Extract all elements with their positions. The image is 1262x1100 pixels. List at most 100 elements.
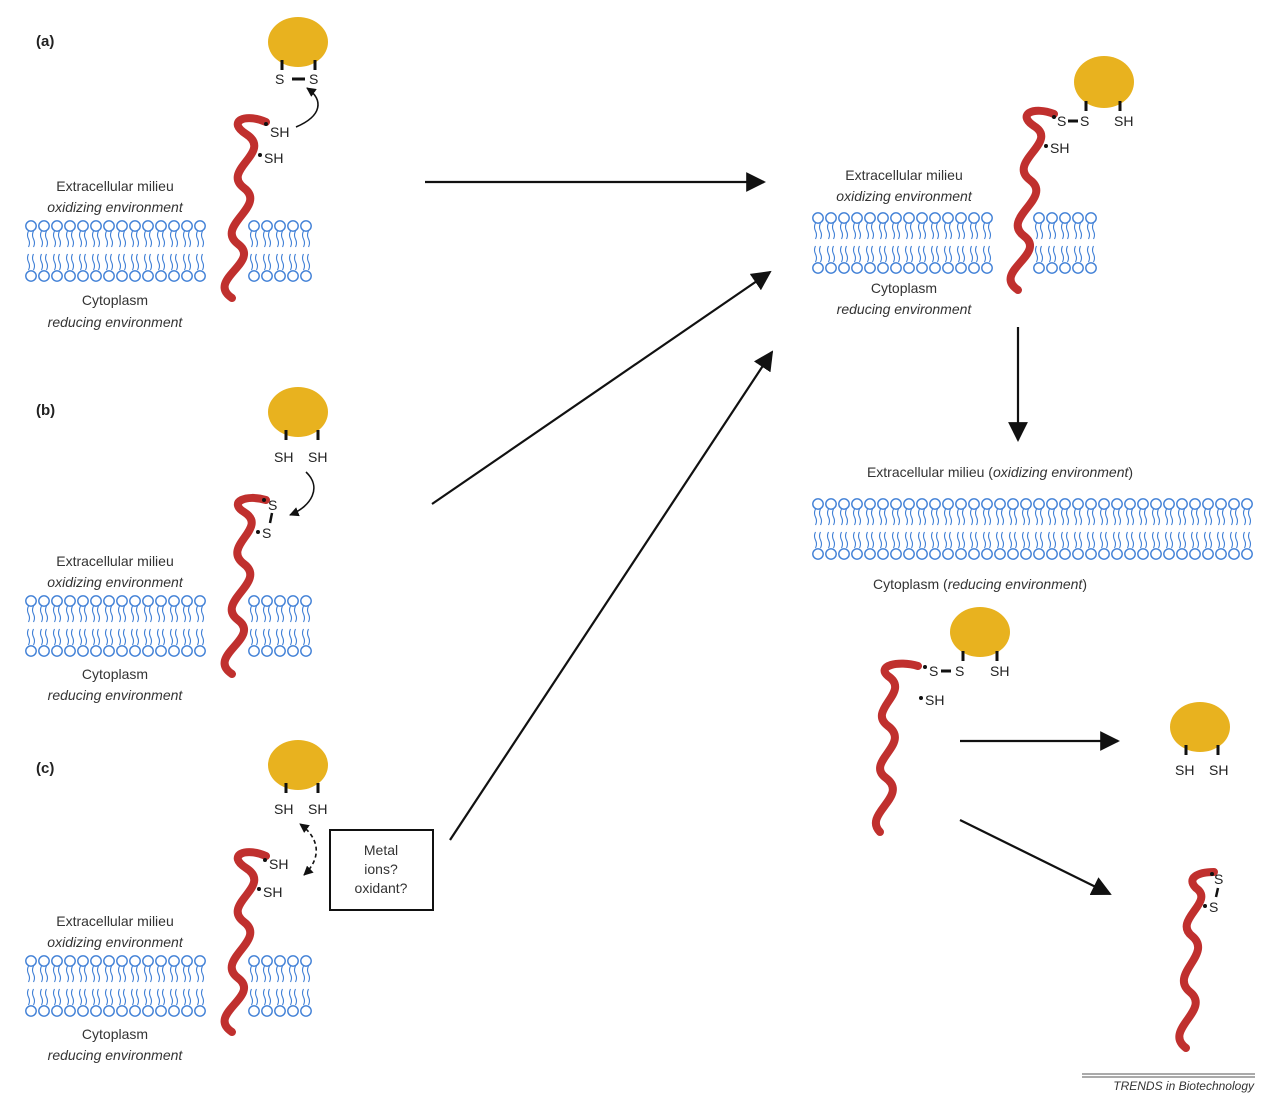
- lipid-tail: [956, 222, 966, 240]
- lipid-head: [825, 212, 837, 224]
- lipid-tail: [904, 531, 914, 549]
- panel-c-sh-ligand1: SH: [274, 801, 293, 817]
- lipid-head: [877, 262, 889, 274]
- shed-extracellular-env: oxidizing environment: [993, 464, 1130, 480]
- lipid-head: [194, 220, 206, 232]
- shed-membrane: [812, 498, 1253, 560]
- lipid-tail: [839, 222, 849, 240]
- lipid-head: [90, 595, 102, 607]
- lipid-tail: [169, 253, 179, 271]
- lipid-head: [1072, 548, 1084, 560]
- lipid-tail: [91, 628, 101, 646]
- lipid-head: [155, 595, 167, 607]
- lipid-head: [1020, 548, 1032, 560]
- lipid-tail: [1138, 508, 1148, 526]
- lipid-head: [25, 270, 37, 282]
- lipid-head: [116, 220, 128, 232]
- lipid-tail: [195, 628, 205, 646]
- lipid-tail: [39, 988, 49, 1006]
- free-chain: S S: [1175, 868, 1223, 1052]
- lipid-head: [955, 262, 967, 274]
- lipid-head: [916, 262, 928, 274]
- result-membrane-right: [1033, 212, 1097, 274]
- lipid-tail: [262, 628, 272, 646]
- lipid-tail: [1125, 508, 1135, 526]
- lipid-tail: [249, 988, 259, 1006]
- result-complex: S S SH SH Extracellular milieu oxidizing…: [812, 56, 1134, 317]
- lipid-head: [116, 955, 128, 967]
- lipid-tail: [1151, 531, 1161, 549]
- lipid-tail: [104, 988, 114, 1006]
- lipid-tail: [143, 965, 153, 983]
- panel-a-curved-arrow: [295, 87, 319, 128]
- lipid-tail: [301, 965, 311, 983]
- lipid-tail: [26, 230, 36, 248]
- panel-b-label: (b): [36, 402, 55, 419]
- lipid-tail: [275, 628, 285, 646]
- lipid-head: [90, 270, 102, 282]
- lipid-tail: [39, 253, 49, 271]
- lipid-head: [287, 270, 299, 282]
- lipid-head: [838, 548, 850, 560]
- lipid-head: [129, 1005, 141, 1017]
- lipid-tail: [117, 628, 127, 646]
- lipid-head: [942, 498, 954, 510]
- lipid-head: [64, 595, 76, 607]
- lipid-head: [968, 498, 980, 510]
- lipid-head: [955, 548, 967, 560]
- lipid-head: [1202, 548, 1214, 560]
- free-ligand-blob: [1170, 702, 1230, 752]
- lipid-tail: [182, 988, 192, 1006]
- lipid-tail: [301, 605, 311, 623]
- lipid-tail: [1060, 245, 1070, 263]
- lipid-tail: [1112, 508, 1122, 526]
- lipid-head: [248, 1005, 260, 1017]
- lipid-tail: [839, 531, 849, 549]
- lipid-tail: [182, 628, 192, 646]
- lipid-head: [129, 595, 141, 607]
- lipid-head: [1072, 212, 1084, 224]
- lipid-tail: [969, 245, 979, 263]
- metal-oxidant-box: [329, 829, 434, 911]
- lipid-head: [194, 595, 206, 607]
- lipid-head: [1085, 498, 1097, 510]
- lipid-head: [1033, 498, 1045, 510]
- panel-a-protein-chain: [220, 114, 270, 302]
- lipid-head: [129, 955, 141, 967]
- lipid-tail: [878, 508, 888, 526]
- lipid-tail: [943, 531, 953, 549]
- lipid-head: [155, 270, 167, 282]
- panel-c-membrane-right: [248, 955, 312, 1017]
- lipid-head: [248, 270, 260, 282]
- lipid-head: [903, 498, 915, 510]
- lipid-tail: [143, 230, 153, 248]
- lipid-tail: [65, 988, 75, 1006]
- lipid-tail: [26, 965, 36, 983]
- lipid-tail: [156, 965, 166, 983]
- lipid-head: [1150, 498, 1162, 510]
- lipid-head: [968, 548, 980, 560]
- shed-cytoplasm-open-paren: (: [939, 576, 948, 592]
- lipid-tail: [826, 222, 836, 240]
- free-chain-s2: S: [1209, 899, 1218, 915]
- lipid-head: [968, 212, 980, 224]
- lipid-head: [168, 595, 180, 607]
- lipid-tail: [1203, 508, 1213, 526]
- lipid-head: [812, 548, 824, 560]
- lipid-head: [877, 212, 889, 224]
- lipid-head: [1176, 548, 1188, 560]
- lipid-tail: [78, 628, 88, 646]
- lipid-tail: [852, 508, 862, 526]
- lipid-tail: [1125, 531, 1135, 549]
- lipid-head: [181, 595, 193, 607]
- lipid-head: [261, 645, 273, 657]
- lipid-tail: [943, 245, 953, 263]
- panel-c-sh1: SH: [269, 856, 288, 872]
- lipid-head: [851, 212, 863, 224]
- lipid-head: [51, 955, 63, 967]
- lipid-head: [1046, 498, 1058, 510]
- lipid-head: [64, 1005, 76, 1017]
- lipid-tail: [1242, 508, 1252, 526]
- lipid-tail: [249, 253, 259, 271]
- lipid-tail: [65, 628, 75, 646]
